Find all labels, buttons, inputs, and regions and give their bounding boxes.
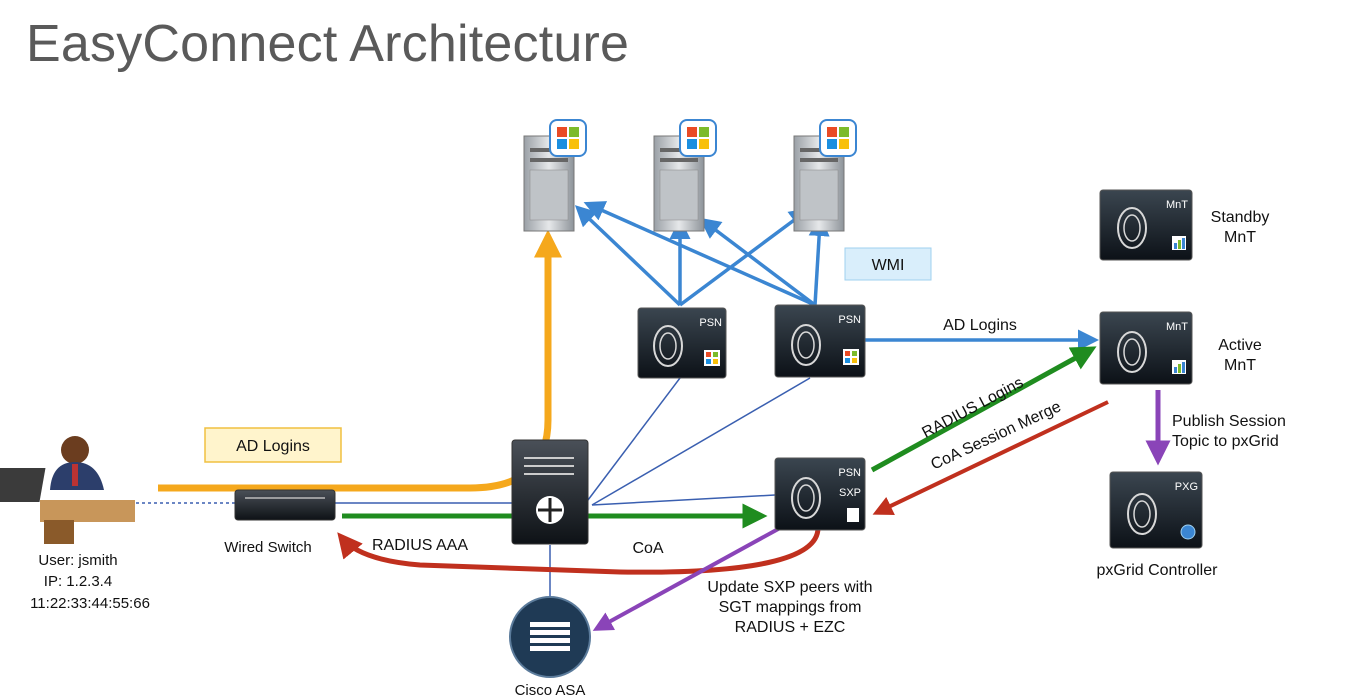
sxp-update-label-3: RADIUS + EZC	[735, 619, 846, 636]
fingerprint-icon	[1117, 207, 1147, 249]
standby-mnt-label-1: Standby	[1211, 209, 1270, 226]
pxgrid-icon	[1180, 524, 1196, 540]
fingerprint-icon	[1117, 331, 1147, 373]
radius-logins-arrow	[870, 346, 1097, 473]
active-mnt-label-1: Active	[1218, 337, 1262, 354]
windows-icon	[843, 349, 859, 365]
wmi-links	[574, 201, 1099, 351]
fingerprint-icon	[653, 325, 683, 367]
cisco-asa-node	[509, 596, 591, 678]
coa-label: CoA	[632, 540, 663, 557]
fingerprint-icon	[791, 477, 821, 519]
windows-icon	[704, 350, 720, 366]
standby-mnt-label-2: MnT	[1224, 229, 1256, 246]
publish-session-label-2: Topic to pxGrid	[1172, 433, 1279, 450]
chart-icon	[1172, 360, 1186, 374]
standby-mnt-node: MnT	[1099, 189, 1193, 261]
windows-icon	[819, 119, 857, 157]
user-icon	[0, 436, 135, 544]
svg-text:SXP: SXP	[839, 487, 861, 499]
fingerprint-icon	[791, 324, 821, 366]
core-to-psn2-link	[591, 377, 811, 506]
psn-node-2: PSN	[774, 304, 866, 378]
sxp-update-label-2: SGT mappings from	[719, 599, 862, 616]
sxp-update-arrow	[592, 526, 781, 631]
windows-icon	[549, 119, 587, 157]
user-mac-label: 11:22:33:44:55:66	[30, 595, 150, 612]
ad-logins-link-label: AD Logins	[943, 317, 1017, 334]
svg-text:PSN: PSN	[838, 467, 861, 479]
coa-session-merge-arrow	[872, 400, 1109, 515]
sxp-update-label-1: Update SXP peers with	[707, 579, 872, 596]
svg-text:MnT: MnT	[1166, 199, 1188, 211]
core-to-psn-sxp-link	[591, 494, 776, 506]
page-title: EasyConnect Architecture	[26, 15, 630, 73]
svg-text:PSN: PSN	[699, 317, 722, 329]
psn-node-1: PSN	[637, 307, 727, 379]
svg-text:MnT: MnT	[1166, 321, 1188, 333]
ad-server-2	[653, 119, 717, 232]
firewall-icon	[530, 622, 570, 651]
pxgrid-controller-node: PXG	[1109, 471, 1203, 549]
wired-switch	[234, 489, 336, 521]
coa-session-merge-label: CoA Session Merge	[928, 398, 1063, 473]
svg-text:PXG: PXG	[1175, 481, 1198, 493]
active-mnt-label-2: MnT	[1224, 357, 1256, 374]
publish-session-label-1: Publish Session	[1172, 413, 1286, 430]
coa-path	[337, 527, 821, 575]
core-to-psn1-link	[587, 377, 681, 501]
fingerprint-icon	[1127, 493, 1157, 535]
ad-logins-label-box: AD Logins	[204, 427, 342, 463]
svg-text:PSN: PSN	[838, 314, 861, 326]
ad-server-1	[523, 119, 587, 232]
psn-sxp-node: PSN SXP	[774, 457, 866, 531]
wmi-label: WMI	[844, 247, 932, 281]
pxgrid-controller-label: pxGrid Controller	[1097, 562, 1219, 579]
radius-aaa-label: RADIUS AAA	[372, 537, 468, 554]
active-mnt-node: MnT	[1099, 311, 1193, 385]
user-name-label: User: jsmith	[38, 552, 117, 569]
user-ip-label: IP: 1.2.3.4	[44, 573, 112, 590]
chart-icon	[1172, 236, 1186, 250]
core-switch	[511, 439, 589, 545]
svg-text:AD Logins: AD Logins	[236, 438, 310, 455]
ad-server-3	[793, 119, 857, 232]
wired-switch-label: Wired Switch	[224, 539, 312, 556]
windows-icon	[679, 119, 717, 157]
cisco-asa-label: Cisco ASA	[515, 682, 586, 699]
list-icon	[847, 508, 859, 522]
svg-text:WMI: WMI	[872, 257, 905, 274]
